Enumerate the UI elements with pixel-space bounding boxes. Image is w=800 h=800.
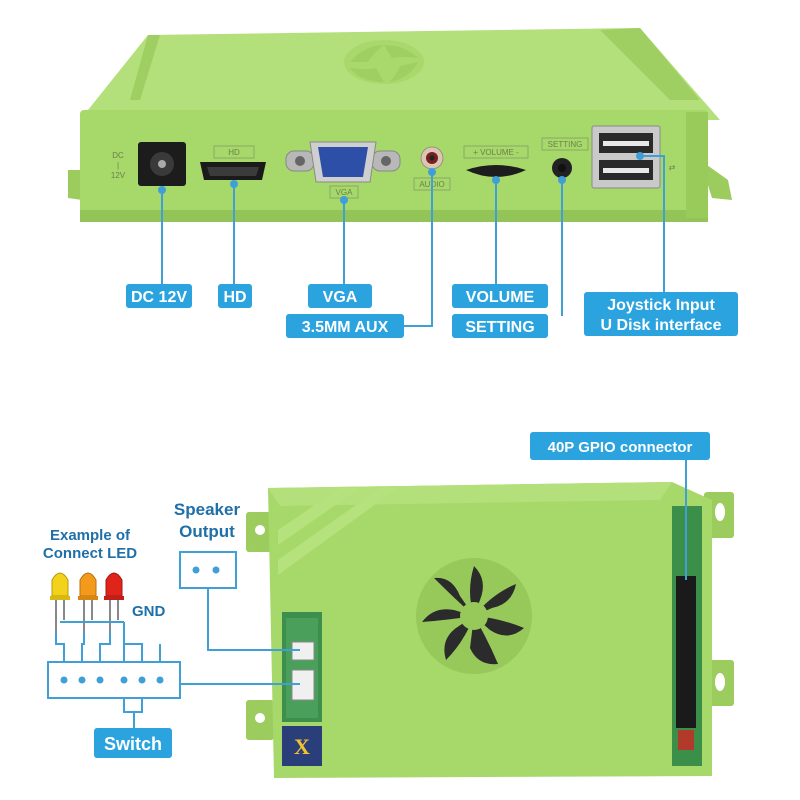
- svg-text:X: X: [294, 734, 310, 759]
- callout-joystick-usb: Joystick Input U Disk interface: [584, 292, 738, 336]
- callout-vga: VGA: [308, 284, 372, 308]
- svg-text:12V: 12V: [111, 171, 126, 180]
- dc-jack: [138, 142, 186, 186]
- hdmi-port: HD: [200, 145, 266, 180]
- svg-text:Speaker: Speaker: [174, 500, 241, 519]
- top-device: DC | 12V HD VGA: [68, 28, 732, 222]
- svg-text:3.5MM AUX: 3.5MM AUX: [302, 319, 389, 336]
- callout-setting: SETTING: [452, 314, 548, 338]
- vga-port: VGA: [285, 141, 401, 199]
- svg-text:VOLUME: VOLUME: [466, 289, 535, 306]
- volume-control: + VOLUME -: [463, 145, 529, 177]
- svg-text:Switch: Switch: [104, 734, 162, 754]
- svg-text:+ VOLUME -: + VOLUME -: [473, 148, 519, 157]
- dc-side-label: DC: [112, 151, 124, 160]
- svg-text:Output: Output: [179, 522, 235, 541]
- svg-text:SETTING: SETTING: [548, 140, 583, 149]
- header-to-board-line: [123, 683, 300, 730]
- svg-text:⇄: ⇄: [669, 163, 676, 172]
- svg-text:SETTING: SETTING: [465, 319, 534, 336]
- led-orange: [78, 572, 98, 632]
- svg-text:Joystick Input: Joystick Input: [607, 297, 715, 314]
- top-fan-vent: [344, 40, 424, 84]
- svg-text:|: |: [117, 161, 119, 170]
- gnd-label: GND: [132, 603, 166, 620]
- bottom-fan-vent: [416, 558, 532, 674]
- led-yellow: [50, 572, 70, 632]
- svg-text:40P GPIO connector: 40P GPIO connector: [548, 439, 693, 456]
- brand-logo: X: [282, 726, 322, 766]
- svg-text:VGA: VGA: [323, 289, 358, 306]
- setting-button: SETTING: [541, 137, 589, 178]
- speaker-lines: [207, 588, 300, 651]
- callout-dc-12v: DC 12V: [126, 284, 192, 308]
- callout-3-5mm-aux: 3.5MM AUX: [286, 314, 404, 338]
- svg-text:HD: HD: [228, 148, 240, 157]
- svg-text:DC 12V: DC 12V: [131, 289, 187, 306]
- usb-ports: ⇄: [591, 125, 676, 189]
- callout-volume: VOLUME: [452, 284, 548, 308]
- led-red: [104, 572, 124, 632]
- callout-hd: HD: [218, 284, 252, 308]
- callout-40p-gpio: 40P GPIO connector: [530, 432, 710, 460]
- svg-text:VGA: VGA: [336, 188, 354, 197]
- callout-speaker-output: Speaker Output: [174, 500, 241, 589]
- svg-text:Example of: Example of: [50, 527, 131, 544]
- callout-switch: Switch: [94, 728, 172, 758]
- callout-led-example: Example of Connect LED: [43, 527, 137, 562]
- svg-text:U Disk interface: U Disk interface: [601, 317, 722, 334]
- switch-header-box: [47, 661, 181, 699]
- bottom-device: X: [246, 482, 734, 778]
- svg-text:HD: HD: [223, 289, 246, 306]
- svg-text:Connect LED: Connect LED: [43, 545, 137, 562]
- top-callout-lines: [158, 152, 665, 327]
